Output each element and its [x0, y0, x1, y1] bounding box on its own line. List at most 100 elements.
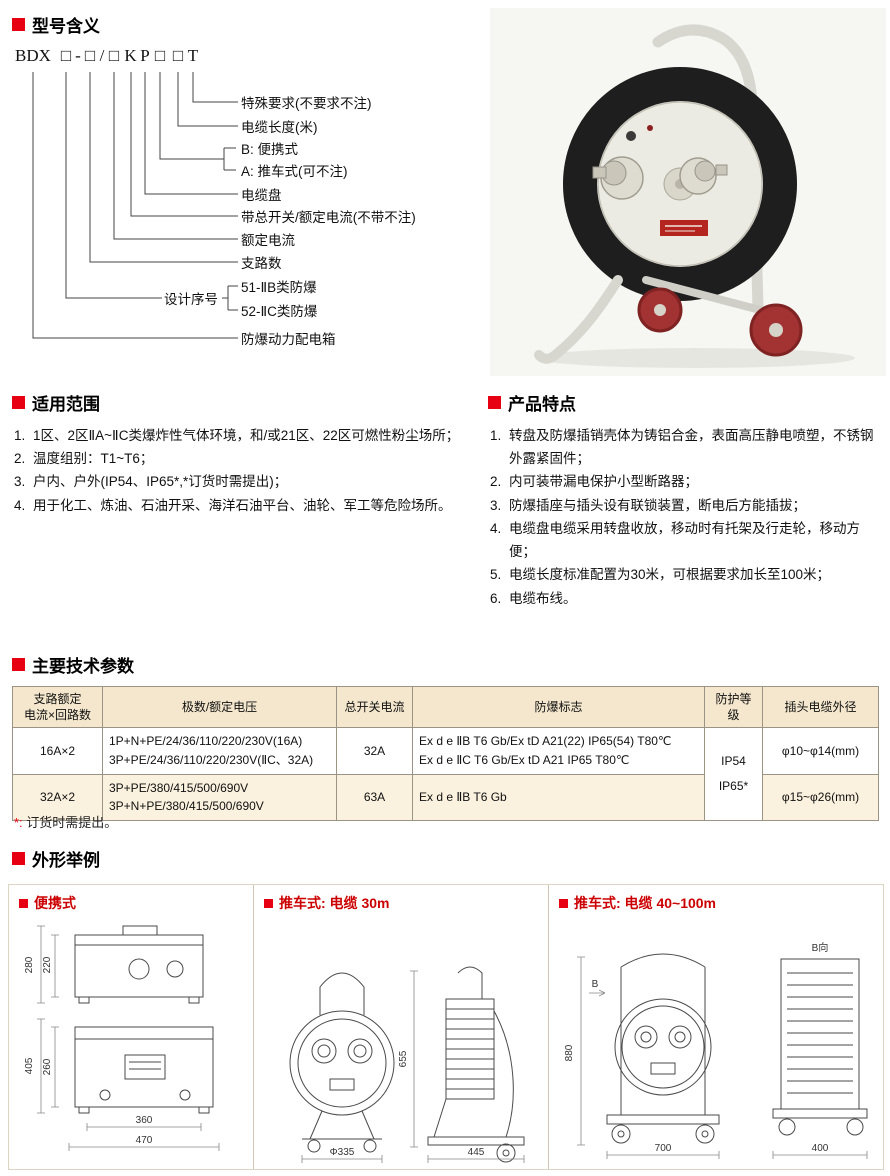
table-footnote: *: 订货时需提出。	[14, 812, 117, 831]
col-header-poles: 极数/额定电压	[102, 685, 337, 729]
red-square-icon	[12, 852, 25, 865]
cell-poles: 1P+N+PE/24/36/110/220/230V(16A) 3P+PE/24…	[102, 727, 337, 775]
cell-switch: 32A	[336, 727, 413, 775]
dim-700: 700	[655, 1143, 672, 1154]
application-item: 用于化工、炼油、石油开采、海洋石油平台、油轮、军工等危险场所。	[14, 494, 452, 517]
diagram-label-cable-reel: 电缆盘	[241, 188, 282, 203]
dim-view-arrow-b: B	[592, 979, 599, 990]
feature-item: 电缆长度标准配置为30米，可根据要求加长至100米；	[490, 563, 831, 586]
dim-260: 260	[42, 1058, 53, 1075]
cell-switch: 63A	[336, 773, 413, 821]
section-title-examples: 外形举例	[32, 851, 100, 870]
dim-view-label-b: B向	[812, 941, 829, 954]
section-header-application: 适用范围	[12, 390, 100, 415]
application-item: 1区、2区ⅡA~ⅡC类爆炸性气体环境，和/或21区、22区可燃性粉尘场所；	[14, 424, 460, 447]
tech-params-table: 支路额定 电流×回路数 极数/额定电压 总开关电流 防爆标志 防护等级 插头电缆…	[12, 685, 879, 821]
model-code-part-box3: □	[108, 46, 120, 65]
cell-protection: IP54 IP65*	[704, 727, 763, 821]
section-title-model-meaning: 型号含义	[32, 17, 100, 36]
product-photo-illustration	[490, 8, 886, 376]
example-cart-30m-title: 推车式: 电缆 30m	[264, 893, 544, 913]
model-code-part-p: P	[140, 46, 150, 65]
dim-280: 280	[24, 956, 35, 973]
diagram-label-product-name: 防爆动力配电箱	[241, 332, 336, 347]
product-photo	[490, 8, 886, 376]
diagram-label-branch-count: 支路数	[241, 256, 282, 271]
example-cart-30m: 推车式: 电缆 30m	[253, 885, 548, 1169]
section-title-tech-params: 主要技术参数	[32, 657, 134, 676]
section-header-model-meaning: 型号含义	[12, 12, 100, 37]
model-code-part-slash: /	[99, 46, 105, 65]
model-code-part-t: T	[187, 46, 199, 65]
cart-30m-drawing: 655 Φ335 445	[289, 966, 525, 1163]
dim-phi335: Φ335	[330, 1147, 355, 1158]
feature-item: 防爆插座与插头设有联锁装置，断电后方能插拔；	[490, 494, 806, 517]
section-title-features: 产品特点	[508, 395, 576, 414]
feature-item: 电缆布线。	[490, 587, 577, 610]
dim-655: 655	[398, 1050, 409, 1067]
col-header-switch: 总开关电流	[336, 685, 413, 729]
portable-drawing: 280 220 405 260 360	[24, 925, 220, 1151]
example-portable-title: 便携式	[19, 893, 249, 913]
red-square-icon	[12, 18, 25, 31]
col-header-branch: 支路额定 电流×回路数	[12, 685, 103, 729]
feature-item: 电缆盘电缆采用转盘收放，移动时有托架及行走轮，移动方便；	[490, 517, 860, 560]
model-code-part-box1: □	[60, 46, 72, 65]
diagram-label-design-serial: 设计序号	[164, 292, 218, 307]
diagram-label-cable-length: 电缆长度(米)	[241, 120, 318, 135]
red-square-icon	[488, 396, 501, 409]
model-code-diagram: BDX □ - □ / □ K P □ □ T 特殊要求(不要求不注) 电缆长度…	[14, 46, 486, 368]
dim-400: 400	[812, 1143, 829, 1154]
red-square-icon	[19, 898, 28, 908]
cell-cable-od: φ15~φ26(mm)	[762, 773, 879, 821]
cell-poles: 3P+PE/380/415/500/690V 3P+N+PE/380/415/5…	[102, 773, 337, 821]
section-title-application: 适用范围	[32, 395, 100, 414]
red-square-icon	[12, 396, 25, 409]
feature-item: 内可装带漏电保护小型断路器；	[490, 470, 698, 493]
table-row: 16A×2 1P+N+PE/24/36/110/220/230V(16A) 3P…	[12, 727, 879, 821]
example-portable: 便携式 280 220	[9, 885, 253, 1169]
diagram-label-special: 特殊要求(不要求不注)	[241, 96, 372, 111]
dim-880: 880	[564, 1044, 575, 1061]
dim-405: 405	[24, 1057, 35, 1074]
footnote-asterisk: *:	[14, 815, 23, 830]
col-header-cable-od: 插头电缆外径	[762, 685, 879, 729]
model-code-part-box2: □	[84, 46, 96, 65]
section-header-examples: 外形举例	[12, 846, 100, 871]
red-square-icon	[559, 898, 568, 908]
diagram-label-main-switch: 带总开关/额定电流(不带不注)	[241, 210, 416, 225]
model-code-part-k: K	[124, 46, 137, 65]
cell-branch: 32A×2	[12, 773, 103, 821]
footnote-text: 订货时需提出。	[26, 815, 118, 830]
col-header-protection: 防护等级	[704, 685, 763, 729]
model-code-part-dash: -	[75, 46, 81, 65]
dim-360: 360	[136, 1115, 153, 1126]
section-header-tech-params: 主要技术参数	[12, 652, 134, 677]
cell-cable-od: φ10~φ14(mm)	[762, 727, 879, 775]
examples-box: 便携式 280 220	[8, 884, 884, 1170]
diagram-label-serial-51: 51-ⅡB类防爆	[241, 280, 317, 295]
example-cart-100m-title: 推车式: 电缆 40~100m	[559, 893, 879, 913]
col-header-ex-mark: 防爆标志	[412, 685, 705, 729]
diagram-connector-lines	[32, 72, 238, 339]
dim-445: 445	[468, 1147, 485, 1158]
model-code-part-bdx: BDX	[15, 46, 51, 65]
cell-ex-mark: Ex d e ⅡB T6 Gb/Ex tD A21(22) IP65(54) T…	[412, 727, 705, 775]
cart-100m-drawing: 880 B B向 700 400	[564, 941, 868, 1159]
cell-branch: 16A×2	[12, 727, 103, 775]
dim-470: 470	[136, 1135, 153, 1146]
model-code-part-box4: □	[154, 46, 166, 65]
features-list: 转盘及防爆插销壳体为铸铝合金，表面高压静电喷塑，不锈钢外露紧固件； 内可装带漏电…	[490, 424, 882, 610]
cell-ex-mark: Ex d e ⅡB T6 Gb	[412, 773, 705, 821]
table-header-row: 支路额定 电流×回路数 极数/额定电压 总开关电流 防爆标志 防护等级 插头电缆…	[12, 685, 879, 729]
red-square-icon	[12, 658, 25, 671]
section-header-features: 产品特点	[488, 390, 576, 415]
diagram-label-rated-current: 额定电流	[241, 233, 295, 248]
feature-item: 转盘及防爆插销壳体为铸铝合金，表面高压静电喷塑，不锈钢外露紧固件；	[490, 424, 874, 467]
model-code-part-box5: □	[172, 46, 184, 65]
application-item: 温度组别：T1~T6；	[14, 447, 154, 470]
diagram-label-cart: A: 推车式(可不注)	[241, 164, 348, 179]
application-list: 1区、2区ⅡA~ⅡC类爆炸性气体环境，和/或21区、22区可燃性粉尘场所； 温度…	[14, 424, 466, 517]
diagram-label-serial-52: 52-ⅡC类防爆	[241, 304, 318, 319]
